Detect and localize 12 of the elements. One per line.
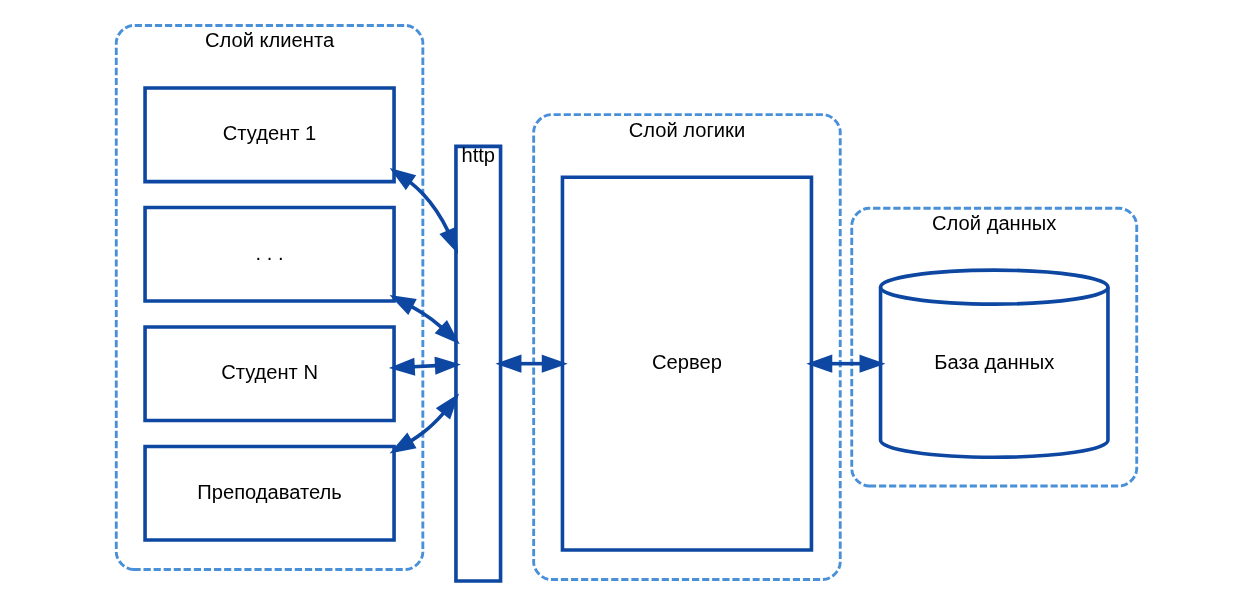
arrow xyxy=(389,167,459,255)
arrow xyxy=(388,356,461,376)
arrow xyxy=(389,295,460,345)
node-box: Студент N xyxy=(143,325,396,423)
arrow xyxy=(389,393,460,454)
arrow xyxy=(495,354,568,373)
node-box: Сервер xyxy=(560,175,814,552)
arrow xyxy=(806,354,886,373)
node-box: . . . xyxy=(143,205,396,303)
node-box: Студент 1 xyxy=(143,86,396,184)
node-box: http xyxy=(454,144,503,583)
node-box: Преподаватель xyxy=(143,444,396,542)
